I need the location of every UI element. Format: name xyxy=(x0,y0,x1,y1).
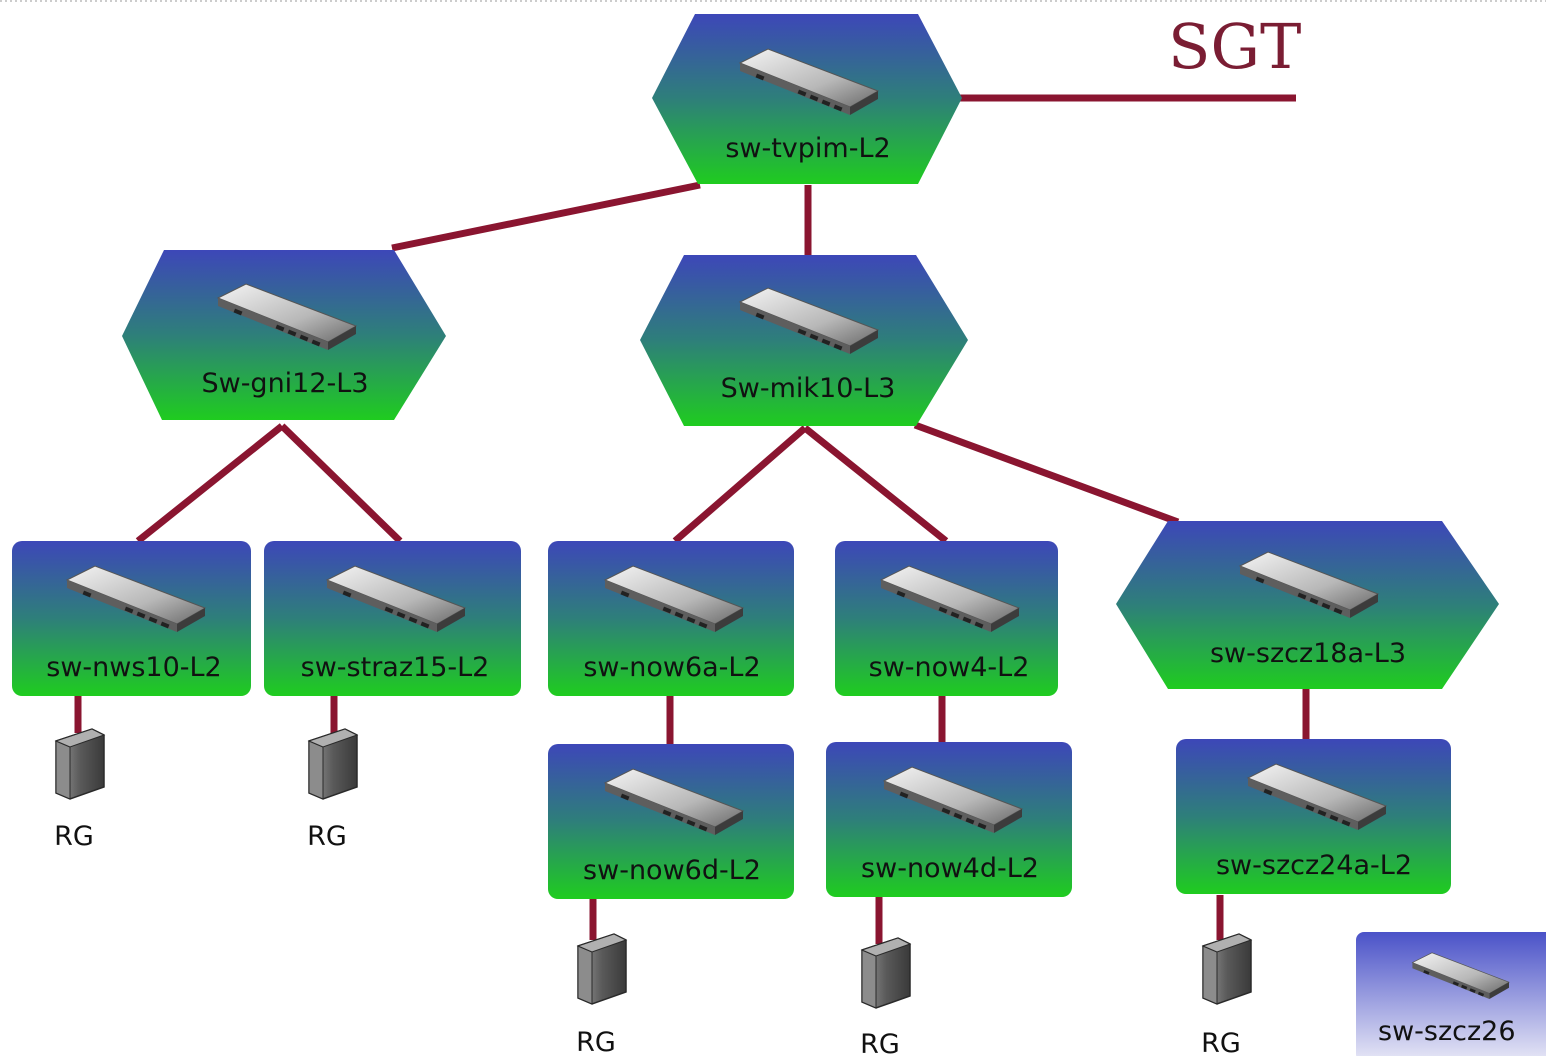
node-label: sw-szcz24a-L2 xyxy=(1216,850,1412,881)
node-now6d[interactable]: sw-now6d-L2 xyxy=(548,744,794,899)
endpoint-label: RG xyxy=(1201,1028,1241,1056)
node-szcz18a[interactable]: sw-szcz18a-L3 xyxy=(1116,521,1499,689)
links xyxy=(74,94,1310,944)
node-szcz24a[interactable]: sw-szcz24a-L2 xyxy=(1176,739,1451,894)
link-mik10-now6a xyxy=(672,425,808,544)
gateway-icon xyxy=(308,728,358,800)
endpoint-rg1[interactable]: RG xyxy=(54,728,105,852)
endpoint-label: RG xyxy=(54,821,94,852)
endpoint-label: RG xyxy=(576,1027,616,1056)
gateway-icon xyxy=(577,933,627,1005)
endpoint-label: RG xyxy=(307,821,347,852)
link-gni12-nws10 xyxy=(135,423,285,544)
node-label: sw-szcz26 xyxy=(1378,1016,1516,1047)
node-now4d[interactable]: sw-now4d-L2 xyxy=(826,742,1072,897)
node-label: sw-tvpim-L2 xyxy=(725,133,890,164)
gateway-icon xyxy=(55,728,105,800)
node-label: sw-straz15-L2 xyxy=(301,652,490,683)
node-label: sw-now6d-L2 xyxy=(583,855,761,886)
node-gni12[interactable]: Sw-gni12-L3 xyxy=(122,250,446,420)
node-label: sw-szcz18a-L3 xyxy=(1210,638,1406,669)
node-label: sw-now4d-L2 xyxy=(861,853,1039,884)
node-label: sw-now6a-L2 xyxy=(583,652,760,683)
node-straz15[interactable]: sw-straz15-L2 xyxy=(264,541,521,696)
link-mik10-now4 xyxy=(802,425,949,544)
endpoint-rg4[interactable]: RG xyxy=(860,937,911,1056)
endpoint-rg3[interactable]: RG xyxy=(576,933,627,1056)
node-now6a[interactable]: sw-now6a-L2 xyxy=(548,541,794,696)
endpoint-rg2[interactable]: RG xyxy=(307,728,358,852)
gateway-icon xyxy=(1202,933,1252,1005)
link-tvpim-gni12 xyxy=(391,181,701,252)
node-tvpim[interactable]: sw-tvpim-L2 xyxy=(652,14,962,184)
gateway-icon xyxy=(861,937,911,1009)
link-gni12-straz15 xyxy=(279,423,403,544)
node-label: sw-nws10-L2 xyxy=(46,652,221,683)
node-szcz26[interactable]: sw-szcz26 xyxy=(1356,932,1546,1056)
node-now4[interactable]: sw-now4-L2 xyxy=(835,541,1058,696)
node-mik10[interactable]: Sw-mik10-L3 xyxy=(640,255,968,426)
node-label: sw-now4-L2 xyxy=(869,652,1030,683)
node-label: Sw-mik10-L3 xyxy=(721,373,896,404)
link-mik10-szcz18a xyxy=(913,421,1180,526)
endpoint-rg5[interactable]: RG xyxy=(1201,933,1252,1056)
uplink-label-sgt: SGT xyxy=(1168,10,1301,83)
node-nws10[interactable]: sw-nws10-L2 xyxy=(12,541,251,696)
endpoint-label: RG xyxy=(860,1029,900,1056)
node-label: Sw-gni12-L3 xyxy=(201,368,368,399)
